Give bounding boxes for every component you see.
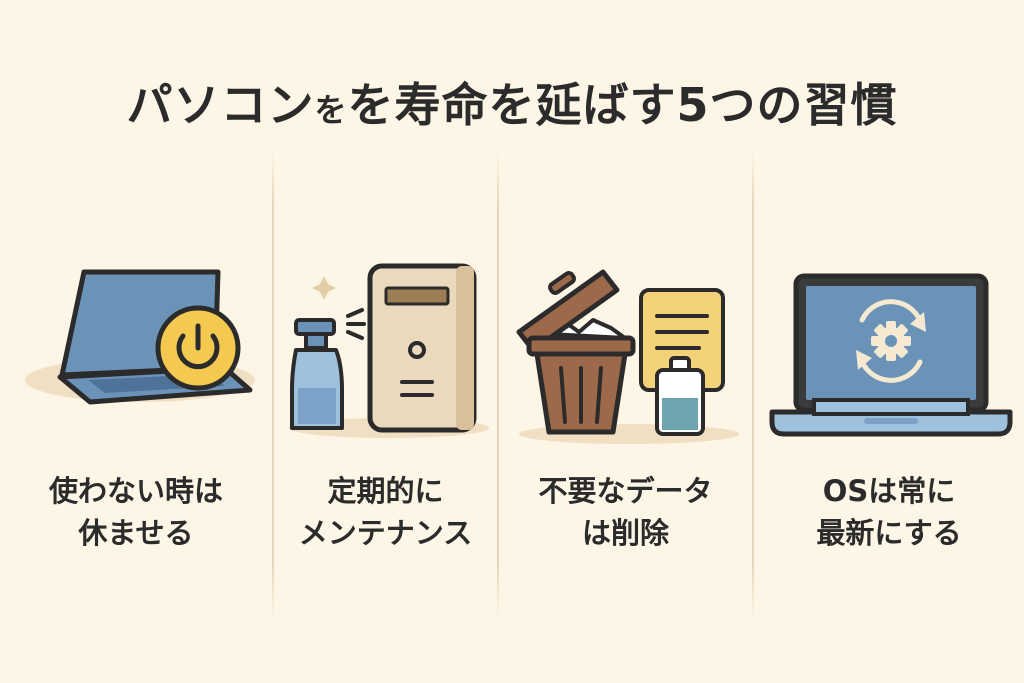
spray-tower-pc-icon xyxy=(289,263,489,438)
laptop-update-gear-icon xyxy=(769,273,1013,437)
habit-caption-line2: メンテナンス xyxy=(298,516,473,550)
column-divider xyxy=(272,150,274,620)
habit-caption-line2: は削除 xyxy=(581,516,669,550)
habit-card-delete-data: 不要なデータ は削除 xyxy=(499,150,752,620)
habit-card-rest: 使わない時は 休ませる xyxy=(0,150,272,620)
habit-caption: 使わない時は 休ませる xyxy=(0,470,272,554)
title-part-b: を寿命を延ばす5つの習慣 xyxy=(347,77,898,132)
title-part-a: パソコン xyxy=(126,77,315,132)
habit-caption-line1: 定期的に xyxy=(327,474,444,508)
habit-card-os-update: OSは常に 最新にする xyxy=(754,150,1024,620)
page-title: パソコンをを寿命を延ばす5つの習慣 xyxy=(0,69,1024,135)
habit-caption-line1: OSは常に xyxy=(822,474,956,508)
habit-caption: 不要なデータ は削除 xyxy=(499,470,752,554)
title-part-small: を xyxy=(314,90,348,129)
column-divider xyxy=(497,150,499,620)
laptop-power-icon xyxy=(25,269,255,405)
habit-card-maintenance: 定期的に メンテナンス xyxy=(274,150,497,620)
habit-caption-line1: 使わない時は xyxy=(48,474,223,508)
habit-caption-line1: 不要なデータ xyxy=(538,474,713,508)
habit-caption: OSは常に 最新にする xyxy=(754,470,1024,554)
habit-caption-line2: 最新にする xyxy=(816,516,962,550)
trash-can-document-icon xyxy=(516,269,739,444)
habit-caption: 定期的に メンテナンス xyxy=(274,470,497,554)
column-divider xyxy=(752,150,754,620)
habit-caption-line2: 休ませる xyxy=(78,516,194,550)
